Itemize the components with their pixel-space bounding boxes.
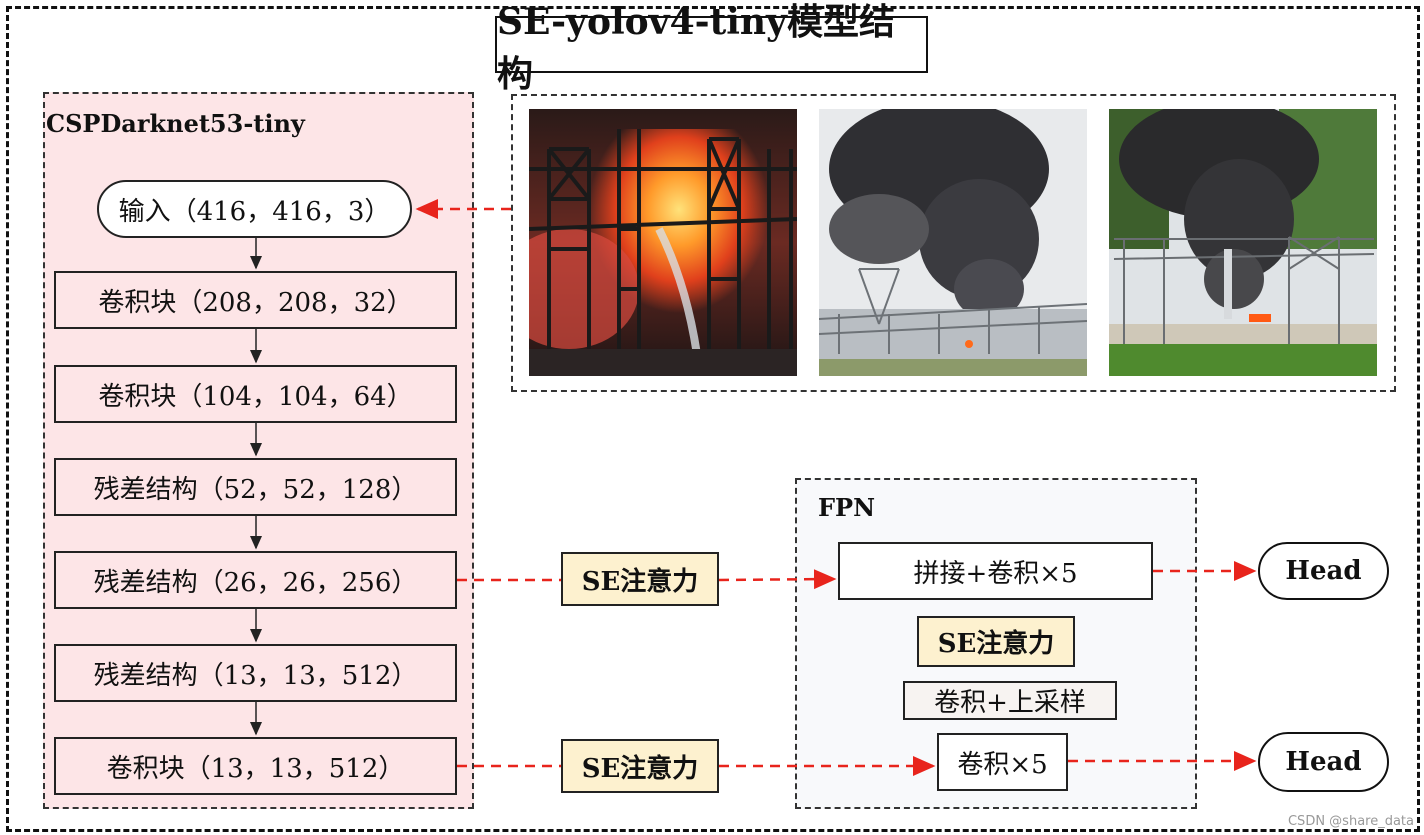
diagram-title: SE-yolov4-tiny模型结构	[495, 16, 928, 73]
watermark: CSDN @share_data	[1288, 814, 1414, 829]
fpn-se-attention: SE注意力	[917, 616, 1075, 667]
block-residual-1: 残差结构（52，52，128）	[54, 458, 457, 516]
block-residual-2: 残差结构（26，26，256）	[54, 551, 457, 609]
block-conv-2: 卷积块（104，104，64）	[54, 365, 457, 423]
block-residual-3: 残差结构（13，13，512）	[54, 644, 457, 702]
input-node: 输入（416，416，3）	[97, 180, 412, 238]
block-conv-3: 卷积块（13，13，512）	[54, 737, 457, 795]
conv5-block: 卷积×5	[937, 733, 1068, 791]
fire-substation-image-2	[819, 109, 1087, 376]
block-conv-1: 卷积块（208，208，32）	[54, 271, 457, 329]
head-upper: Head	[1258, 542, 1389, 600]
fpn-label: FPN	[818, 493, 875, 522]
concat-conv-block: 拼接+卷积×5	[838, 542, 1153, 600]
fire-substation-image-1	[529, 109, 797, 376]
se-attention-lower: SE注意力	[561, 739, 719, 793]
se-attention-upper: SE注意力	[561, 552, 719, 606]
backbone-label: CSPDarknet53-tiny	[46, 109, 305, 138]
head-lower: Head	[1258, 732, 1389, 792]
fire-substation-image-3	[1109, 109, 1377, 376]
conv-upsample-block: 卷积+上采样	[903, 681, 1117, 720]
